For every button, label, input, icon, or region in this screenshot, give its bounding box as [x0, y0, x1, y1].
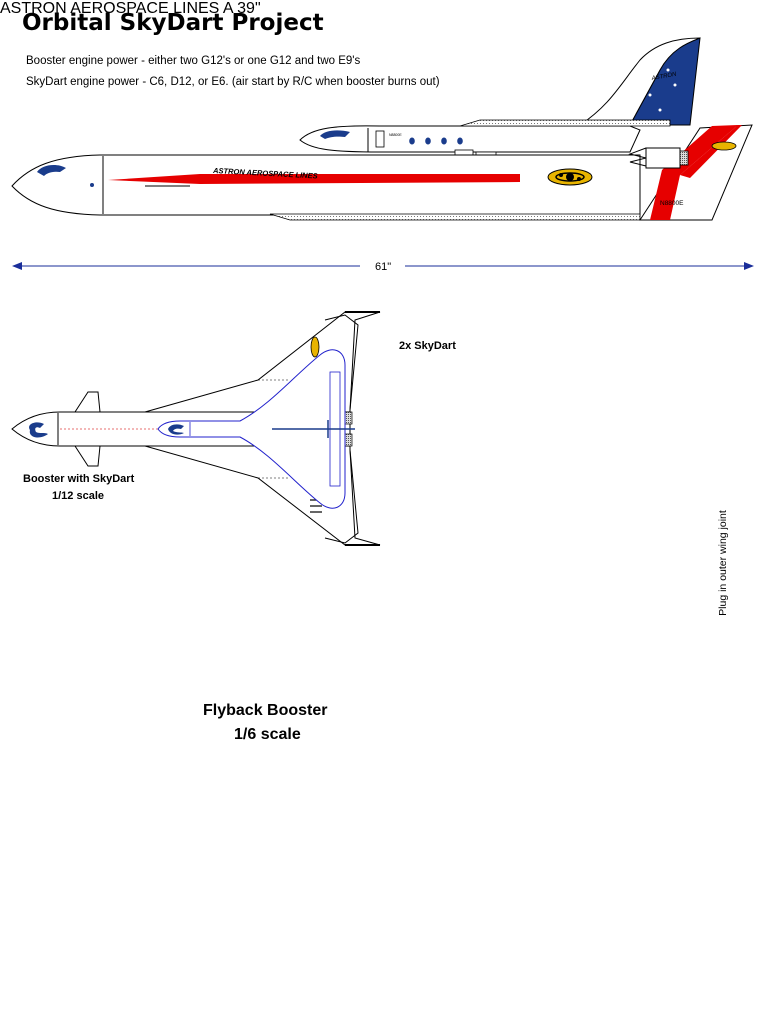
skydart-power-note: SkyDart engine power - C6, D12, or E6. (…	[26, 76, 440, 88]
window	[441, 137, 447, 145]
svg-text:N8800E: N8800E	[389, 133, 402, 137]
skydart-side-fuselage	[299, 125, 641, 153]
wing-name-line2: AEROSPACE	[70, 0, 169, 17]
flyback-booster-label: Flyback Booster	[203, 702, 328, 719]
tail-fin-white	[578, 37, 701, 126]
booster-with-skydart-topview	[11, 311, 381, 546]
plug-note: Plug in outer wing joint	[716, 510, 729, 616]
length-dimension	[12, 262, 754, 270]
booster-side-fuselage	[11, 154, 641, 216]
tail-logo-text: ASTRON	[650, 72, 677, 83]
booster-power-note: Booster engine power - either two G12's …	[26, 55, 361, 67]
flyback-booster-scale: 1/6 scale	[234, 726, 301, 743]
booster-with-skydart-label: Booster with SkyDart	[23, 473, 135, 485]
window	[425, 137, 431, 145]
red-stripe	[108, 174, 520, 184]
window	[457, 137, 463, 145]
wing-name-line1: ASTRON	[0, 0, 67, 17]
span-label: 39"	[237, 0, 261, 17]
two-skydart-label: 2x SkyDart	[399, 340, 456, 352]
registration-number: N8800E	[660, 200, 684, 207]
booster-front-fuselage: A	[222, 0, 233, 17]
wing-name-line3: LINES	[173, 0, 220, 17]
astron-logo-side	[547, 168, 593, 186]
booster-with-skydart-scale: 1/12 scale	[52, 490, 104, 502]
length-label: 61"	[375, 261, 391, 273]
side-view: ASTRON N8800E ASTRON AEROSPACE LINES N88…	[11, 37, 753, 221]
front-view: A	[223, 0, 237, 17]
window	[409, 137, 415, 145]
page-title: Orbital SkyDart Project	[22, 10, 324, 36]
